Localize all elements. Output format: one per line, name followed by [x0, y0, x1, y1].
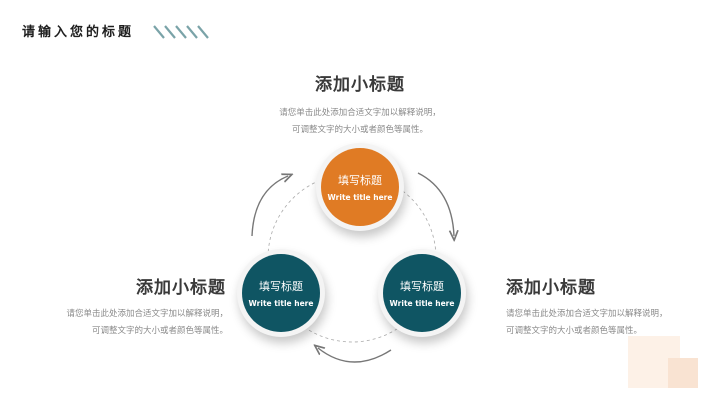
left-text-block: 添加小标题 请您单击此处添加合适文字加以解释说明， 可调整文字的大小或者颜色等属…: [20, 273, 228, 340]
node-right-title-zh: 填写标题: [400, 280, 444, 293]
node-right-title-en: Write title here: [389, 299, 455, 308]
left-desc-line1: 请您单击此处添加合适文字加以解释说明，: [66, 309, 228, 319]
node-top-title-en: Write title here: [327, 193, 393, 202]
left-desc-line2: 可调整文字的大小或者颜色等属性。: [91, 326, 228, 336]
right-desc-line1: 请您单击此处添加合适文字加以解释说明，: [506, 309, 668, 319]
decorative-square-mid: [668, 358, 698, 388]
node-top[interactable]: 填写标题 Write title here: [316, 143, 404, 231]
node-right[interactable]: 填写标题 Write title here: [378, 249, 466, 337]
left-heading: 添加小标题: [136, 278, 226, 298]
node-top-title-zh: 填写标题: [338, 174, 382, 187]
right-text-block: 添加小标题 请您单击此处添加合适文字加以解释说明， 可调整文字的大小或者颜色等属…: [506, 273, 716, 340]
top-desc-line1: 请您单击此处添加合适文字加以解释说明，: [279, 108, 441, 118]
top-heading: 添加小标题: [315, 75, 405, 95]
node-left-fill: 填写标题 Write title here: [242, 254, 320, 332]
top-desc-line2: 可调整文字的大小或者颜色等属性。: [291, 125, 428, 135]
decorative-stripes: [153, 25, 209, 39]
arrow-top-to-right: [417, 172, 454, 236]
top-text-block: 添加小标题 请您单击此处添加合适文字加以解释说明， 可调整文字的大小或者颜色等属…: [210, 70, 510, 139]
right-heading: 添加小标题: [506, 278, 596, 298]
node-left[interactable]: 填写标题 Write title here: [237, 249, 325, 337]
node-left-title-en: Write title here: [248, 299, 314, 308]
page-title: 请输入您的标题: [22, 25, 135, 40]
arrow-right-to-left: [318, 348, 392, 363]
right-desc-line2: 可调整文字的大小或者颜色等属性。: [506, 326, 643, 336]
node-right-fill: 填写标题 Write title here: [383, 254, 461, 332]
node-top-fill: 填写标题 Write title here: [321, 148, 399, 226]
node-left-title-zh: 填写标题: [259, 280, 303, 293]
arrow-left-to-top: [251, 176, 288, 237]
